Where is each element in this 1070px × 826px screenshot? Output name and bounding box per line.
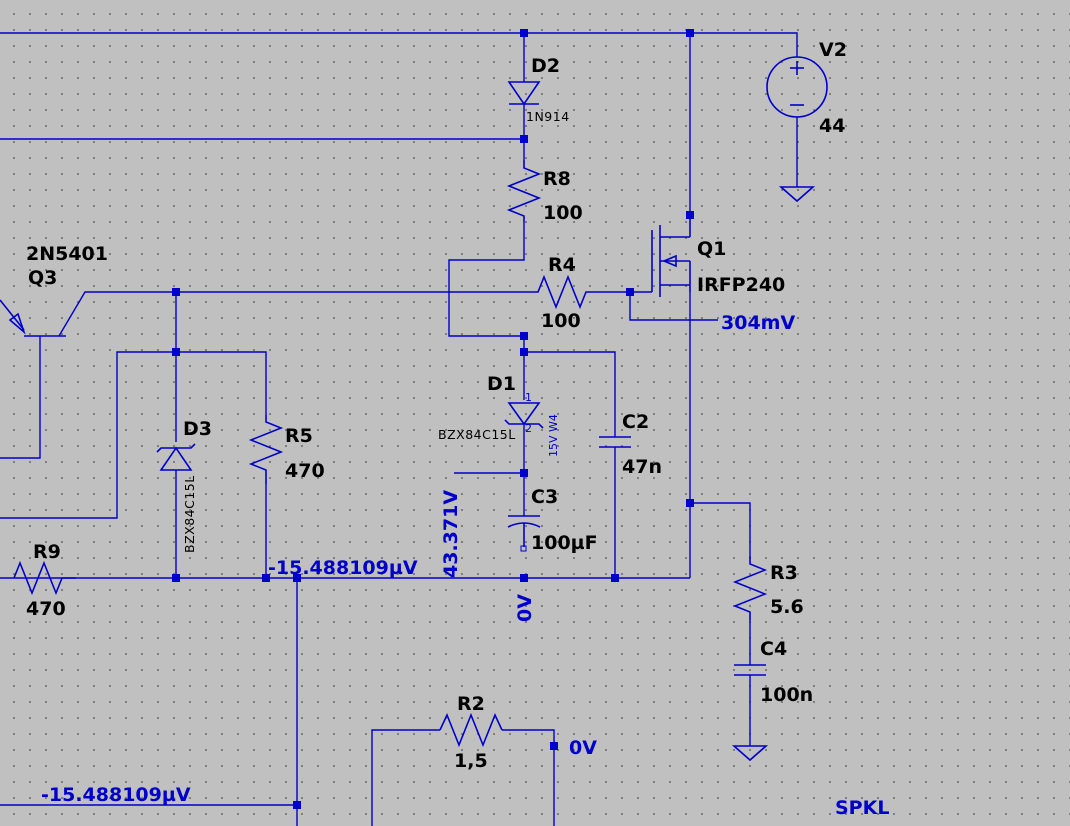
r3-value: 5.6 <box>770 596 804 618</box>
q3-value: 2N5401 <box>26 243 108 265</box>
wire-r8-loop[interactable] <box>448 222 525 337</box>
r5-value: 470 <box>285 460 325 482</box>
d1-ref: D1 <box>487 373 516 395</box>
r9-ref: R9 <box>33 541 61 563</box>
wire-q3-collector[interactable] <box>58 291 530 337</box>
d3-ref: D3 <box>183 418 212 440</box>
junction-dot[interactable] <box>520 135 528 143</box>
c2-value: 47n <box>622 456 662 478</box>
c4-ref: C4 <box>760 638 787 660</box>
d3-value: BZX84C15L <box>182 475 197 553</box>
c2-capacitor[interactable] <box>599 436 631 448</box>
junction-dot[interactable] <box>611 574 619 582</box>
d1-value: BZX84C15L <box>438 427 516 442</box>
ground-icon <box>731 745 769 762</box>
c3-capacitor[interactable] <box>507 515 541 552</box>
junction-dot[interactable] <box>686 211 694 219</box>
wire-gate[interactable] <box>594 291 718 321</box>
ground-icon <box>778 186 816 203</box>
junction-dot[interactable] <box>520 574 528 582</box>
wire-q3-emitter[interactable] <box>0 336 41 459</box>
q3-transistor[interactable] <box>0 299 26 335</box>
d1-pin1: 1 <box>525 391 532 404</box>
d2-ref: D2 <box>531 55 560 77</box>
junction-dot[interactable] <box>520 29 528 37</box>
junction-dot[interactable] <box>626 288 634 296</box>
junction-dot[interactable] <box>520 469 528 477</box>
c3-ref: C3 <box>531 486 558 508</box>
d1-zener-diode[interactable] <box>504 402 544 429</box>
r4-resistor[interactable] <box>530 274 594 310</box>
q3-ref: Q3 <box>28 267 57 289</box>
junction-dot[interactable] <box>520 332 528 340</box>
r9-value: 470 <box>26 598 66 620</box>
junction-dot[interactable] <box>172 288 180 296</box>
net-label-ground-0v: 0V <box>514 594 536 622</box>
junction-dot[interactable] <box>172 574 180 582</box>
net-label-c3-voltage: 43.371V <box>440 490 462 578</box>
wire-d3-r5-top[interactable] <box>0 351 267 519</box>
r4-ref: R4 <box>548 254 576 276</box>
d2-value: 1N914 <box>526 109 570 124</box>
wire-top-rail[interactable] <box>0 32 798 57</box>
junctions <box>172 29 694 809</box>
wire-r2-left[interactable] <box>371 729 440 826</box>
junction-dot[interactable] <box>172 348 180 356</box>
r2-value: 1,5 <box>454 750 488 772</box>
r8-value: 100 <box>543 202 583 224</box>
q1-mosfet[interactable] <box>651 215 691 297</box>
r8-resistor[interactable] <box>506 160 542 222</box>
c4-value: 100n <box>760 684 813 706</box>
junction-dot[interactable] <box>520 348 528 356</box>
q1-value: IRFP240 <box>697 274 785 296</box>
c3-value: 100µF <box>531 532 598 554</box>
q1-ref: Q1 <box>697 238 726 260</box>
junction-dot[interactable] <box>293 801 301 809</box>
junction-dot[interactable] <box>686 499 694 507</box>
c4-capacitor[interactable] <box>734 664 766 676</box>
wire-r2-right[interactable] <box>502 729 555 826</box>
junction-dot[interactable] <box>686 29 694 37</box>
r8-ref: R8 <box>543 168 571 190</box>
d1-note: 15V W4 <box>547 414 560 457</box>
r3-resistor[interactable] <box>732 556 768 620</box>
wire-r3-top[interactable] <box>690 502 751 556</box>
r3-ref: R3 <box>770 562 798 584</box>
net-label-r2-0v: 0V <box>569 737 597 759</box>
d1-pin2: 2 <box>525 422 532 435</box>
d2-diode[interactable] <box>507 81 541 106</box>
r4-value: 100 <box>541 310 581 332</box>
net-label-gate-voltage: 304mV <box>721 312 795 334</box>
r5-resistor[interactable] <box>248 415 284 484</box>
v2-value: 44 <box>819 115 845 137</box>
wires <box>0 32 798 826</box>
junction-dot[interactable] <box>262 574 270 582</box>
d3-zener-diode[interactable] <box>156 443 196 471</box>
l1-ref: L1 <box>455 823 480 826</box>
net-label-spkl: SPKL <box>835 797 889 819</box>
c2-ref: C2 <box>622 411 649 433</box>
r2-ref: R2 <box>457 693 485 715</box>
r9-resistor[interactable] <box>13 560 76 596</box>
wire-c2-top[interactable] <box>524 351 616 437</box>
junction-dot[interactable] <box>293 574 301 582</box>
net-label-bottom-voltage: -15.488109µV <box>41 784 191 806</box>
net-label-node-voltage: -15.488109µV <box>268 557 418 579</box>
v2-ref: V2 <box>819 39 847 61</box>
v2-voltage-source[interactable] <box>766 56 828 118</box>
junction-dot[interactable] <box>550 742 558 750</box>
r5-ref: R5 <box>285 425 313 447</box>
r2-resistor[interactable] <box>439 712 503 748</box>
